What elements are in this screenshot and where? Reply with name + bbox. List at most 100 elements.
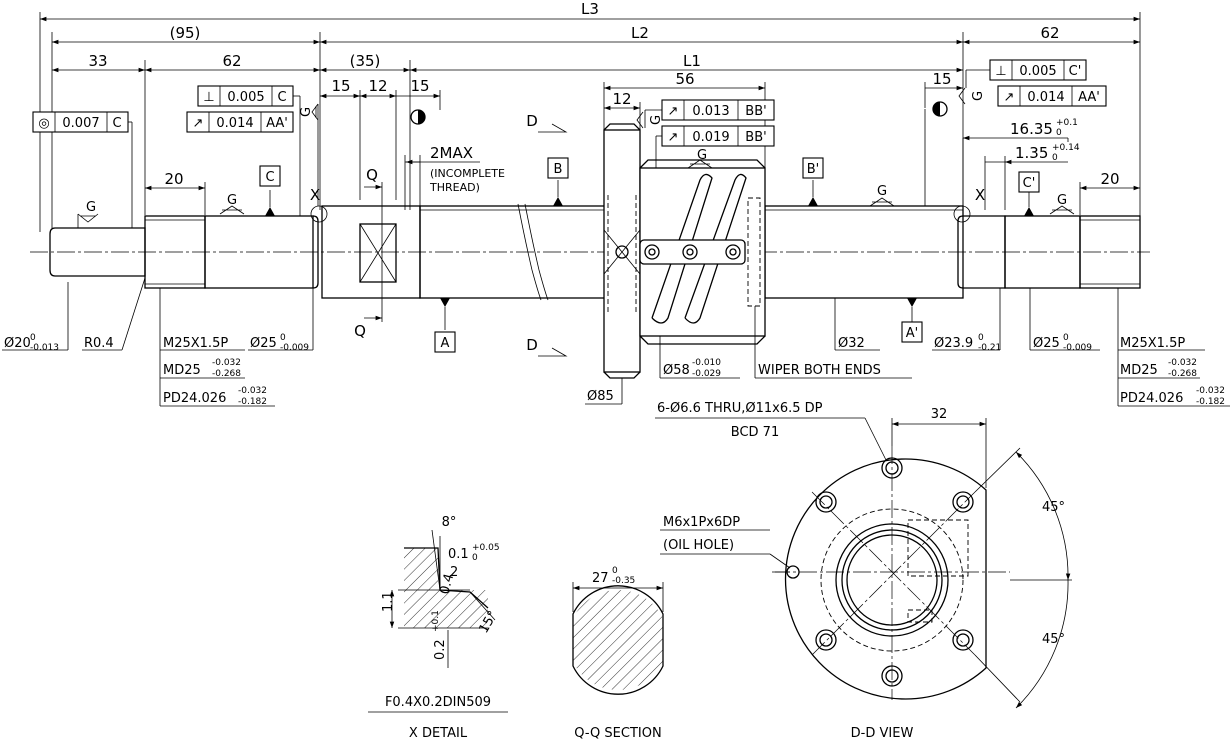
svg-text:-0.35: -0.35 <box>612 576 635 586</box>
svg-text:-0.182: -0.182 <box>1196 397 1225 407</box>
svg-text:+0.14: +0.14 <box>1052 143 1080 153</box>
dim-m25-right: M25X1.5P <box>1120 336 1185 351</box>
note-chamfer: F0.4X0.2DIN509 <box>385 695 491 710</box>
svg-text:C: C <box>277 90 286 105</box>
dim-62-right: 62 <box>1040 24 1059 42</box>
svg-text:0: 0 <box>612 566 618 576</box>
dim-45-bottom: 45° <box>1042 632 1065 647</box>
dim-2: 2 <box>450 565 458 580</box>
note-incomplete-2: THREAD) <box>429 181 480 194</box>
dim-95: (95) <box>170 24 201 42</box>
dim-12-nut: 12 <box>612 90 631 108</box>
x-detail-view: 8° 0.1 +0.05 0 2 0.4 1.1 15° 0.2 +0.1 F0… <box>368 515 508 741</box>
dim-dia-20: Ø20 <box>4 336 31 351</box>
svg-text:0.019: 0.019 <box>692 130 729 145</box>
svg-text:↗: ↗ <box>193 116 204 131</box>
svg-text:-0.009: -0.009 <box>280 343 309 353</box>
svg-text:↗: ↗ <box>668 130 679 145</box>
dim-dia-58: Ø58 <box>663 363 690 378</box>
svg-text:G: G <box>86 200 96 215</box>
dim-1-35: 1.35 <box>1015 144 1048 162</box>
dim-12-a: 12 <box>368 77 387 95</box>
dim-l3: L3 <box>581 0 599 18</box>
dim-md25-right: MD25 <box>1120 363 1158 378</box>
dim-2max: 2MAX <box>430 144 473 162</box>
svg-text:0.005: 0.005 <box>1019 64 1056 79</box>
tolerance-frames: ◎ 0.007 C ⊥ 0.005 C ↗ 0.014 AA' ↗ 0.013 … <box>32 59 1107 228</box>
svg-text:⊥: ⊥ <box>995 64 1006 79</box>
svg-text:-0.032: -0.032 <box>1168 358 1197 368</box>
mark-d-top: D <box>526 112 538 130</box>
svg-text:G: G <box>971 91 986 101</box>
svg-text:+0.1: +0.1 <box>431 610 441 632</box>
svg-text:-0.010: -0.010 <box>692 358 721 368</box>
svg-text:0: 0 <box>472 553 478 563</box>
datum-a-prime: A' <box>906 326 918 341</box>
dim-8-deg: 8° <box>442 515 457 530</box>
svg-text:-0.182: -0.182 <box>238 397 267 407</box>
svg-text:-0.029: -0.029 <box>692 369 721 379</box>
svg-text:0: 0 <box>1052 153 1058 163</box>
svg-text:-0.268: -0.268 <box>212 369 241 379</box>
svg-text:0: 0 <box>1056 128 1062 138</box>
grind-marks: G G G G G G G G <box>77 87 1075 228</box>
dim-dia-25-right: Ø25 <box>1033 336 1060 351</box>
top-dimensions <box>39 12 1141 232</box>
datum-markers: C B A B' A' C' <box>259 157 1040 353</box>
svg-text:AA': AA' <box>1078 90 1100 105</box>
svg-text:-0.032: -0.032 <box>212 358 241 368</box>
mark-x-right: X <box>975 186 985 204</box>
dim-20-left: 20 <box>164 170 183 188</box>
svg-text:G: G <box>877 184 887 199</box>
datum-a: A <box>441 336 450 351</box>
svg-text:+0.05: +0.05 <box>472 543 500 553</box>
dim-56: 56 <box>675 70 694 88</box>
dim-dia-23-9: Ø23.9 <box>934 336 973 351</box>
view-label-qq-section: Q-Q SECTION <box>574 726 661 741</box>
svg-text:0.014: 0.014 <box>216 116 253 131</box>
note-oil-hole-thread: M6x1Px6DP <box>663 515 740 530</box>
note-oil-hole: (OIL HOLE) <box>663 538 734 553</box>
qq-section-view: 27 0 -0.35 Q-Q SECTION <box>572 566 664 741</box>
note-wiper: WIPER BOTH ENDS <box>758 363 881 378</box>
dim-35: (35) <box>350 52 381 70</box>
dim-16-35: 16.35 <box>1010 120 1053 138</box>
dim-0-1: 0.1 <box>448 547 469 562</box>
datum-b: B <box>554 162 563 177</box>
mark-d-bottom: D <box>526 336 538 354</box>
svg-text:↗: ↗ <box>1004 90 1015 105</box>
svg-text:-0.009: -0.009 <box>1063 343 1092 353</box>
svg-text:-0.268: -0.268 <box>1168 369 1197 379</box>
dim-l1: L1 <box>683 52 701 70</box>
dim-62-left: 62 <box>222 52 241 70</box>
mark-q-top: Q <box>366 166 378 184</box>
dim-33: 33 <box>88 52 107 70</box>
svg-text:-0.032: -0.032 <box>1196 386 1225 396</box>
svg-text:0.013: 0.013 <box>692 104 729 119</box>
section-marks: X X Q Q D D <box>310 112 985 357</box>
dim-45-top: 45° <box>1042 500 1065 515</box>
svg-text:BB': BB' <box>745 130 766 145</box>
note-incomplete-1: (INCOMPLETE <box>430 167 505 180</box>
svg-text:0: 0 <box>280 333 286 343</box>
svg-text:G: G <box>1057 193 1067 208</box>
top-dimension-labels: L3 (95) L2 62 33 62 (35) L1 15 12 15 56 … <box>88 0 1119 194</box>
note-mounting-holes: 6-Ø6.6 THRU,Ø11x6.5 DP <box>657 401 823 416</box>
svg-text:G: G <box>697 148 707 163</box>
datum-symbols <box>410 101 948 206</box>
dim-pd24-left: PD24.026 <box>163 391 226 406</box>
dim-15-a: 15 <box>331 77 350 95</box>
svg-text:AA': AA' <box>266 116 288 131</box>
svg-text:0.005: 0.005 <box>227 90 264 105</box>
dim-l2: L2 <box>631 24 649 42</box>
svg-text:⊥: ⊥ <box>203 90 214 105</box>
dim-0-4: 0.4 <box>437 572 457 596</box>
note-bcd: BCD 71 <box>731 425 779 440</box>
svg-text:0: 0 <box>1063 333 1069 343</box>
svg-text:G: G <box>649 115 664 125</box>
svg-text:C': C' <box>1069 64 1082 79</box>
datum-c-prime: C' <box>1023 176 1036 191</box>
svg-text:◎: ◎ <box>38 116 49 131</box>
svg-text:-0.21: -0.21 <box>978 343 1001 353</box>
